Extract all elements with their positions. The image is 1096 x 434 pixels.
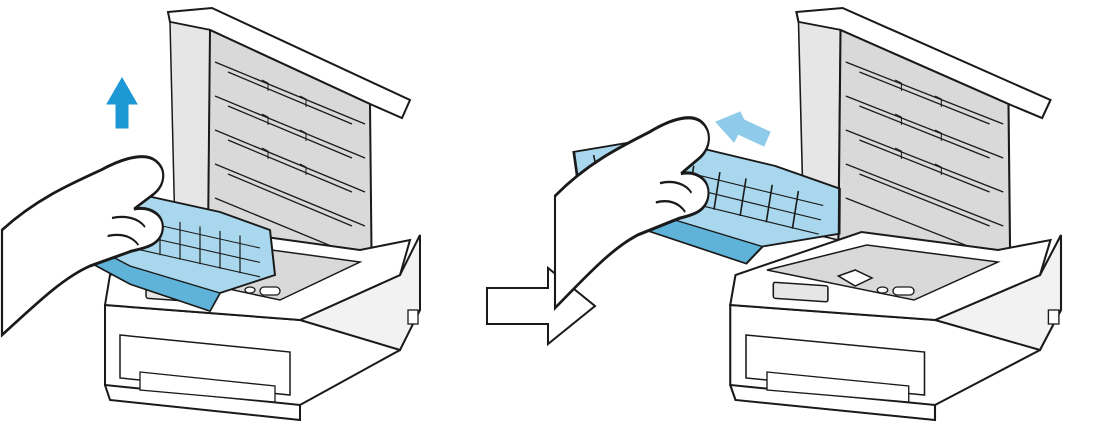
lift-arrow-icon [715, 111, 771, 147]
step-1-illustration [0, 7, 421, 421]
lift-arrow-icon [106, 76, 138, 129]
hand-icon [553, 116, 711, 310]
step-2-illustration [553, 6, 1063, 422]
